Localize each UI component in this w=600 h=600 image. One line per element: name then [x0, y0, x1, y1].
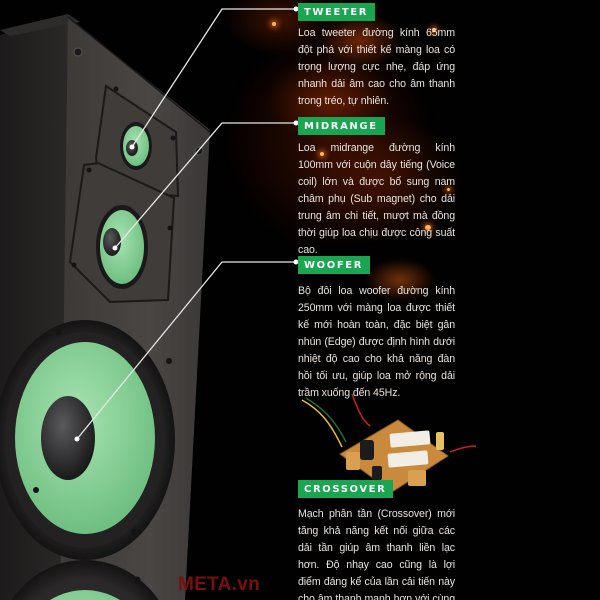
crossover-tag: CROSSOVER — [298, 480, 394, 498]
crossover-description: Mạch phân tần (Crossover) mới tăng khả n… — [298, 508, 455, 600]
feature-midrange: MIDRANGE Loa midrange đường kính 100mm v… — [298, 116, 455, 259]
woofer-description: Bộ đôi loa woofer đường kính 250mm với m… — [298, 285, 455, 399]
spark — [432, 28, 436, 32]
woofer-tag: WOOFER — [298, 256, 370, 274]
spark — [447, 188, 450, 191]
midrange-tag: MIDRANGE — [298, 117, 385, 135]
crossover-board-icon — [301, 393, 477, 492]
tweeter-description: Loa tweeter đường kính 65mm đột phá với … — [298, 27, 455, 107]
spark — [425, 225, 431, 230]
midrange-description: Loa midrange đường kính 100mm với cuộn d… — [298, 142, 455, 256]
feature-crossover: CROSSOVER Mạch phân tần (Crossover) mới … — [298, 479, 455, 600]
feature-woofer: WOOFER Bộ đôi loa woofer đường kính 250m… — [298, 255, 455, 402]
feature-tweeter: TWEETER Loa tweeter đường kính 65mm đột … — [298, 2, 455, 110]
tweeter-tag: TWEETER — [298, 3, 376, 21]
spark — [320, 152, 324, 156]
meta-watermark: META.vn — [178, 574, 260, 595]
